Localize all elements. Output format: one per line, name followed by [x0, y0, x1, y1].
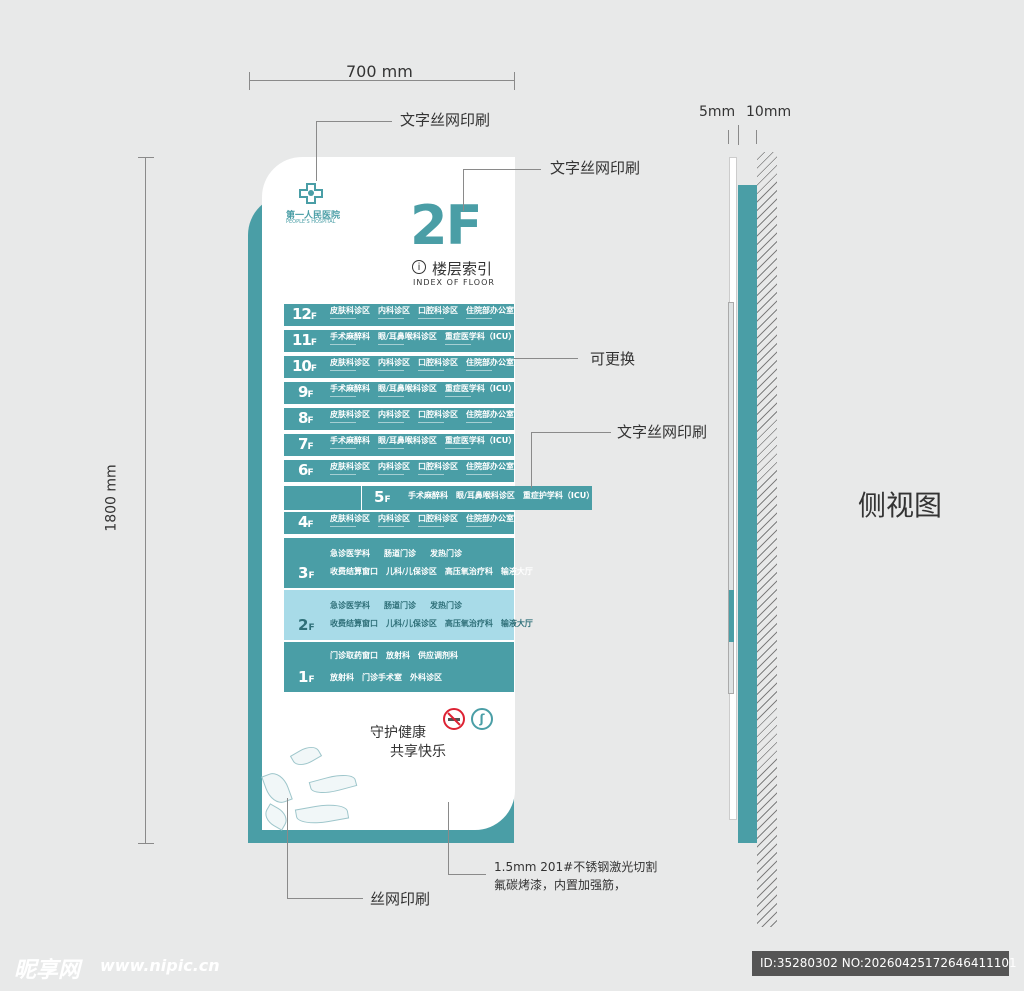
thickness-label-5mm: 5mm: [699, 104, 736, 120]
width-dimension-line: [249, 80, 514, 81]
slogan-line-1: 守护健康: [370, 725, 426, 741]
no-smoking-icon: [443, 708, 465, 730]
thickness-tick: [728, 130, 729, 144]
index-title: 楼层索引: [432, 260, 493, 278]
floor-row-6: 6F 皮肤科诊区内科诊区口腔科诊区住院部办公室: [284, 460, 514, 482]
annotation-material-line-1: 1.5mm 201#不锈钢激光切割: [494, 860, 658, 874]
hospital-name-en: PEOPLE'S HOSPITAL: [286, 219, 336, 225]
leader-line: [448, 802, 449, 874]
floor-row-11: 11F 手术麻醉科眼/耳鼻喉科诊区重症医学科（ICU）: [284, 330, 516, 352]
annotation-screen-print-bottom: 丝网印刷: [370, 890, 431, 908]
width-tick-left: [249, 72, 250, 90]
leader-line: [287, 798, 288, 898]
floor-row-9: 9F 手术麻醉科眼/耳鼻喉科诊区重症医学科（ICU）: [284, 382, 516, 404]
leader-line: [514, 358, 578, 359]
floor-row-4: 4F 皮肤科诊区内科诊区口腔科诊区住院部办公室: [284, 512, 514, 534]
leader-line: [316, 121, 317, 181]
annotation-replaceable: 可更换: [590, 350, 636, 368]
leader-line: [287, 898, 363, 899]
side-view-current-floor-strip: [729, 590, 734, 642]
hospital-logo-icon: [298, 182, 324, 204]
thickness-tick: [738, 125, 739, 145]
wall-hatching: [757, 152, 777, 927]
hospital-name: 第一人民医院: [286, 211, 341, 221]
width-tick-right: [514, 72, 515, 90]
floor-row-7: 7F 手术麻醉科眼/耳鼻喉科诊区重症医学科（ICU）: [284, 434, 516, 456]
watermark-id-bar: ID:35280302 NO:20260425172646411101: [752, 951, 1017, 976]
side-view-label: 侧视图: [858, 489, 943, 522]
info-icon: i: [412, 260, 426, 274]
width-label: 700 mm: [346, 62, 413, 81]
height-tick-bottom: [138, 843, 154, 844]
side-view-back-panel: [738, 185, 757, 843]
height-dimension-line: [145, 157, 146, 843]
current-floor-label: 2F: [410, 194, 482, 257]
height-label: 1800 mm: [103, 464, 120, 532]
leader-line: [463, 169, 464, 211]
floor-row-12: 12F 皮肤科诊区内科诊区口腔科诊区住院部办公室: [284, 304, 514, 326]
watermark-url: www.nipic.cn: [100, 956, 220, 975]
thickness-tick: [756, 130, 757, 144]
side-view-strip-area: [728, 302, 734, 694]
annotation-screen-print-right: 文字丝网印刷: [617, 423, 708, 441]
thickness-label-10mm: 10mm: [746, 104, 792, 120]
leader-line: [531, 432, 611, 433]
floor-row-8: 8F 皮肤科诊区内科诊区口腔科诊区住院部办公室: [284, 408, 514, 430]
floor-block-1: 1F 门诊取药窗口放射科供应调剂科 放射科门诊手术室外科诊区: [284, 642, 514, 692]
leader-line: [448, 874, 486, 875]
leader-line: [316, 121, 392, 122]
floor-row-10: 10F 皮肤科诊区内科诊区口腔科诊区住院部办公室: [284, 356, 514, 378]
floor-block-3: 3F 急诊医学科肠道门诊发热门诊 收费结算窗口儿科/儿保诊区高压氧治疗科输液大厅: [284, 538, 533, 588]
index-title-en: INDEX OF FLOOR: [413, 278, 495, 287]
watermark-brand: 昵享网: [14, 958, 81, 983]
leader-line: [531, 432, 532, 488]
slogan-line-2: 共享快乐: [390, 744, 446, 760]
height-tick-top: [138, 157, 154, 158]
annotation-material-line-2: 氟碳烤漆，内置加强筋，: [494, 878, 627, 892]
no-spitting-icon: ʃ: [471, 708, 493, 730]
annotation-screen-print-top: 文字丝网印刷: [400, 111, 491, 129]
leader-line: [463, 169, 541, 170]
annotation-screen-print-mid: 文字丝网印刷: [550, 159, 641, 177]
floor-row-5-strip[interactable]: 5F 手术麻醉科眼/耳鼻喉科诊区重症护学科（ICU）: [361, 486, 594, 510]
floor-block-2-current: 2F 急诊医学科肠道门诊发热门诊 收费结算窗口儿科/儿保诊区高压氧治疗科输液大厅: [284, 590, 533, 640]
